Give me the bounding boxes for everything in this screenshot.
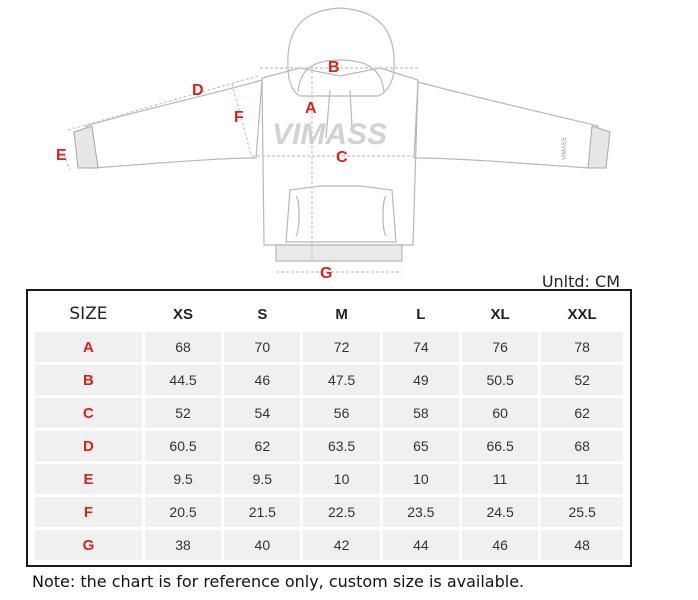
table-cell: 21.5	[224, 497, 301, 527]
table-cell: 68	[541, 431, 623, 461]
label-f: F	[234, 109, 244, 126]
table-cell: 10	[303, 464, 380, 494]
table-cell: 76	[461, 332, 539, 362]
size-header-xl: XL	[461, 299, 539, 329]
table-cell: 65	[382, 431, 459, 461]
table-cell: 70	[224, 332, 301, 362]
table-cell: 24.5	[461, 497, 539, 527]
row-key: E	[35, 464, 142, 494]
table-row: C 52 54 56 58 60 62	[35, 398, 623, 428]
table-cell: 74	[382, 332, 459, 362]
table-cell: 49	[382, 365, 459, 395]
table-row: G 38 40 42 44 46 48	[35, 530, 623, 560]
label-e: E	[56, 147, 67, 164]
table-cell: 47.5	[303, 365, 380, 395]
table-cell: 62	[541, 398, 623, 428]
table-cell: 46	[224, 365, 301, 395]
table-cell: 58	[382, 398, 459, 428]
table-cell: 68	[144, 332, 222, 362]
label-b: B	[328, 59, 340, 76]
table-cell: 54	[224, 398, 301, 428]
table-row: A 68 70 72 74 76 78	[35, 332, 623, 362]
hoodie-measurement-diagram: VIMASS VIMASS B A C D E F G	[56, 7, 611, 282]
table-cell: 66.5	[461, 431, 539, 461]
table-cell: 11	[461, 464, 539, 494]
table-cell: 10	[382, 464, 459, 494]
table-cell: 22.5	[303, 497, 380, 527]
table-cell: 9.5	[224, 464, 301, 494]
table-cell: 11	[541, 464, 623, 494]
table-row: D 60.5 62 63.5 65 66.5 68	[35, 431, 623, 461]
row-key: B	[35, 365, 142, 395]
label-a: A	[305, 100, 317, 117]
table-header-row: SIZE XS S M L XL XXL	[35, 299, 623, 329]
row-key: F	[35, 497, 142, 527]
table-cell: 60	[461, 398, 539, 428]
table-cell: 9.5	[144, 464, 222, 494]
unit-label: Unltd: CM	[541, 272, 620, 291]
table-cell: 60.5	[144, 431, 222, 461]
table-cell: 56	[303, 398, 380, 428]
table-cell: 38	[144, 530, 222, 560]
row-key: D	[35, 431, 142, 461]
size-chart-table-frame: SIZE XS S M L XL XXL A 68 70 72 74 76 78…	[26, 289, 632, 567]
row-key: C	[35, 398, 142, 428]
row-key: G	[35, 530, 142, 560]
row-key: A	[35, 332, 142, 362]
table-cell: 23.5	[382, 497, 459, 527]
table-row: B 44.5 46 47.5 49 50.5 52	[35, 365, 623, 395]
sleeve-brand-text: VIMASS	[562, 137, 568, 160]
size-header-xxl: XXL	[541, 299, 623, 329]
measurement-lines	[61, 66, 418, 273]
size-header-s: S	[224, 299, 301, 329]
label-c: C	[336, 149, 348, 166]
table-row: F 20.5 21.5 22.5 23.5 24.5 25.5	[35, 497, 623, 527]
label-d: D	[192, 82, 204, 99]
table-cell: 72	[303, 332, 380, 362]
table-cell: 46	[461, 530, 539, 560]
table-cell: 50.5	[461, 365, 539, 395]
size-chart-table: SIZE XS S M L XL XXL A 68 70 72 74 76 78…	[32, 296, 626, 563]
table-cell: 48	[541, 530, 623, 560]
table-cell: 44	[382, 530, 459, 560]
ribbed-hem	[275, 244, 403, 262]
table-cell: 25.5	[541, 497, 623, 527]
size-column-header: SIZE	[35, 299, 142, 329]
brand-text: VIMASS	[272, 118, 387, 151]
ribbed-cuffs	[73, 125, 611, 169]
footnote: Note: the chart is for reference only, c…	[32, 572, 525, 591]
size-header-xs: XS	[144, 299, 222, 329]
table-cell: 62	[224, 431, 301, 461]
label-g: G	[320, 265, 332, 282]
table-cell: 78	[541, 332, 623, 362]
table-cell: 42	[303, 530, 380, 560]
size-header-m: M	[303, 299, 380, 329]
table-cell: 44.5	[144, 365, 222, 395]
table-cell: 40	[224, 530, 301, 560]
table-cell: 20.5	[144, 497, 222, 527]
table-cell: 52	[541, 365, 623, 395]
size-header-l: L	[382, 299, 459, 329]
table-row: E 9.5 9.5 10 10 11 11	[35, 464, 623, 494]
table-cell: 52	[144, 398, 222, 428]
table-cell: 63.5	[303, 431, 380, 461]
